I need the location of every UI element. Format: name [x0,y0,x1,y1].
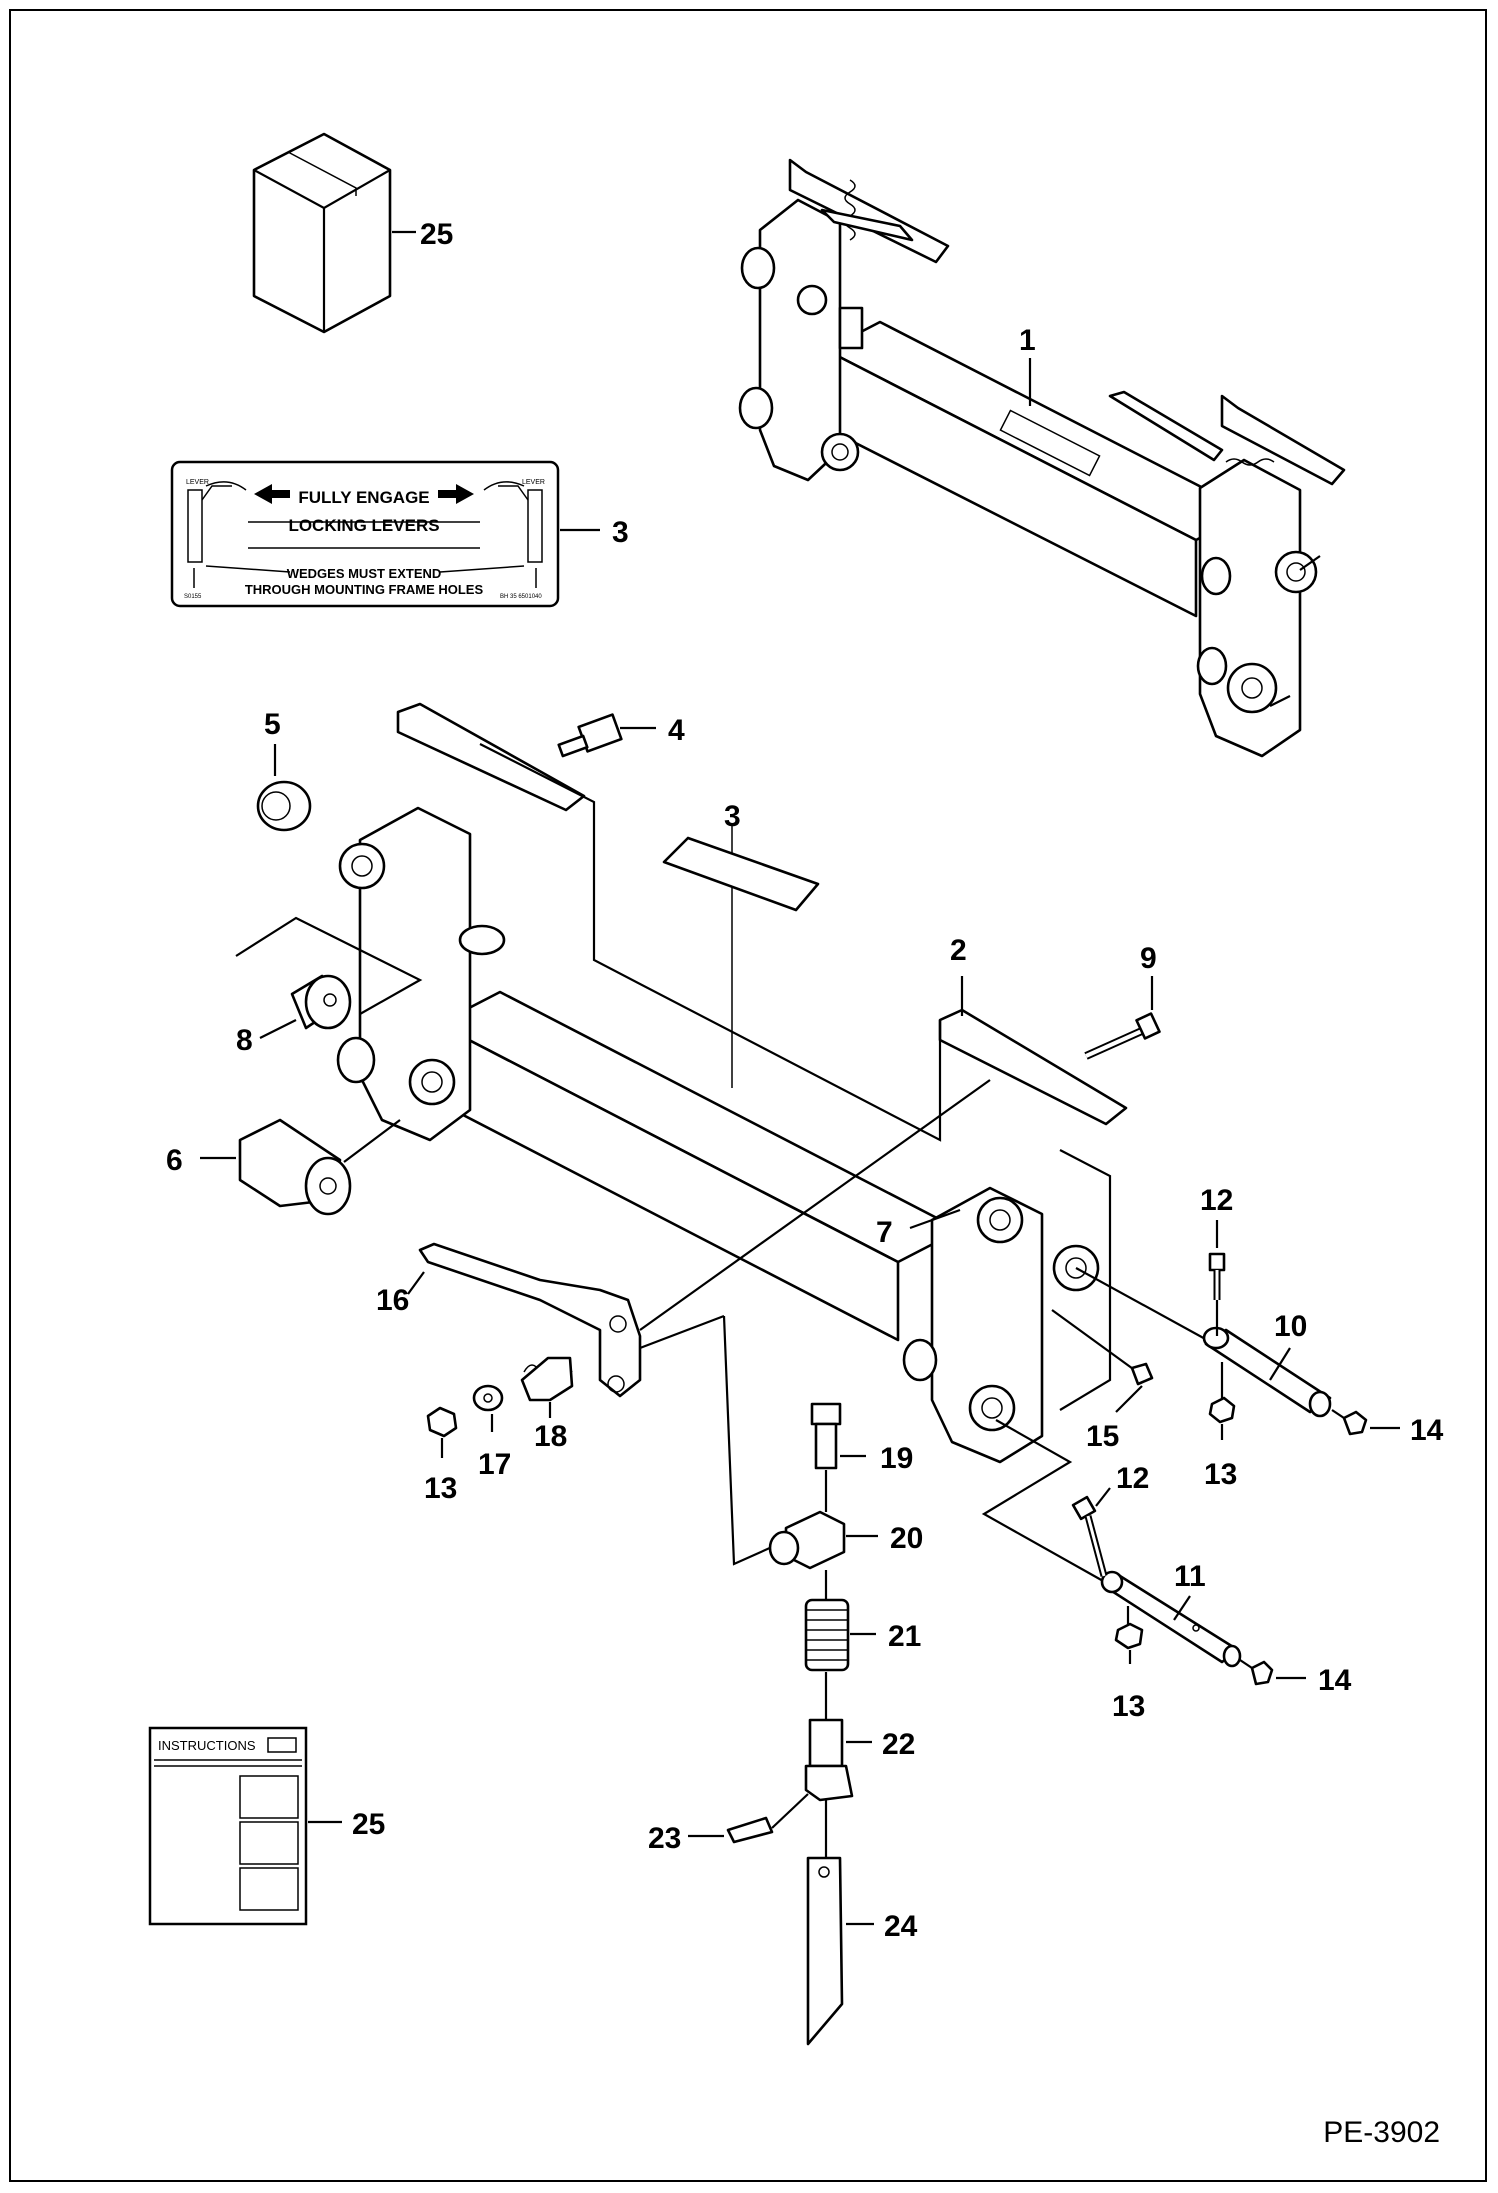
callout-10: 10 [1274,1310,1307,1343]
callout-8: 8 [236,1024,253,1057]
decal-lever-right: LEVER [522,479,545,486]
callout-2: 2 [950,934,967,967]
part-19-bolt [810,1402,842,1470]
part-21-spring [804,1598,850,1672]
part-23-pin [726,1816,774,1844]
part-13-nut-lower [1114,1622,1144,1650]
part-18-spring [520,1356,574,1402]
callout-9: 9 [1140,942,1157,975]
callout-22: 22 [882,1728,915,1761]
part-10-pin [1202,1326,1332,1418]
drawing-frame [9,9,1487,2182]
decal-lever-left: LEVER [186,479,209,486]
part-22-clevis [804,1718,854,1802]
callout-14-upper: 14 [1410,1414,1444,1447]
part-17-washer [472,1384,504,1412]
part-2-frame [336,702,1128,1464]
part-9-bolt [1084,1012,1161,1060]
callout-19: 19 [880,1442,913,1475]
callout-1: 1 [1019,324,1036,357]
decal-line-2: LOCKING LEVERS [288,516,439,535]
callout-12-upper: 12 [1200,1184,1233,1217]
part-4-pin [557,713,623,758]
part-13-nut-left [426,1406,458,1438]
callout-14-lower: 14 [1318,1664,1352,1697]
part-24-wedge [806,1856,844,2046]
callout-15: 15 [1086,1420,1119,1453]
part-8-bushing [290,974,352,1030]
callout-13-upper: 13 [1204,1458,1237,1491]
callout-20: 20 [890,1522,923,1555]
callout-13-lower: 13 [1112,1690,1145,1723]
decal-line-1: FULLY ENGAGE [298,488,429,507]
manual-title: INSTRUCTIONS [158,1738,256,1753]
callout-13-left: 13 [424,1472,457,1505]
callout-5: 5 [264,708,281,741]
callout-16: 16 [376,1284,409,1317]
callout-17: 17 [478,1448,511,1481]
decal-code-left: S0155 [184,594,202,600]
callout-24: 24 [884,1910,918,1943]
part-6-bushing [238,1118,352,1216]
part-13-nut-upper [1208,1396,1236,1424]
part-3-decal-placeholder [662,836,820,912]
part-14-fitting-upper [1342,1410,1368,1436]
part-5-bushing [256,780,312,832]
callout-23: 23 [648,1822,681,1855]
callout-25-top: 25 [420,218,453,251]
part-12-bolt-upper [1208,1252,1226,1300]
callout-7: 7 [876,1216,893,1249]
callout-3-mid: 3 [724,800,741,833]
callout-11: 11 [1174,1560,1206,1593]
part-20-block [768,1510,846,1570]
callout-25-bottom: 25 [352,1808,385,1841]
part-16-lever [418,1242,642,1398]
part-15-fitting [1130,1362,1154,1386]
part-12-bolt-lower [1071,1495,1108,1577]
part-1-assembly [738,158,1346,758]
callout-4: 4 [668,714,685,747]
part-3-decal: FULLY ENGAGE LOCKING LEVERS WEDGES MUST … [170,460,560,608]
callout-3-top: 3 [612,516,629,549]
part-11-pin [1100,1570,1242,1668]
part-25-box [252,132,416,334]
decal-line-3: WEDGES MUST EXTEND [287,566,442,581]
callout-21: 21 [888,1620,921,1653]
decal-code-right: BH 35 6501040 [500,594,542,600]
callout-18: 18 [534,1420,567,1453]
part-25-manual: INSTRUCTIONS [148,1726,308,1926]
decal-line-4: THROUGH MOUNTING FRAME HOLES [245,582,484,597]
reference-number: PE-3902 [1323,2116,1440,2149]
callout-12-lower: 12 [1116,1462,1149,1495]
callout-6: 6 [166,1144,183,1177]
part-14-fitting-lower [1250,1660,1274,1686]
